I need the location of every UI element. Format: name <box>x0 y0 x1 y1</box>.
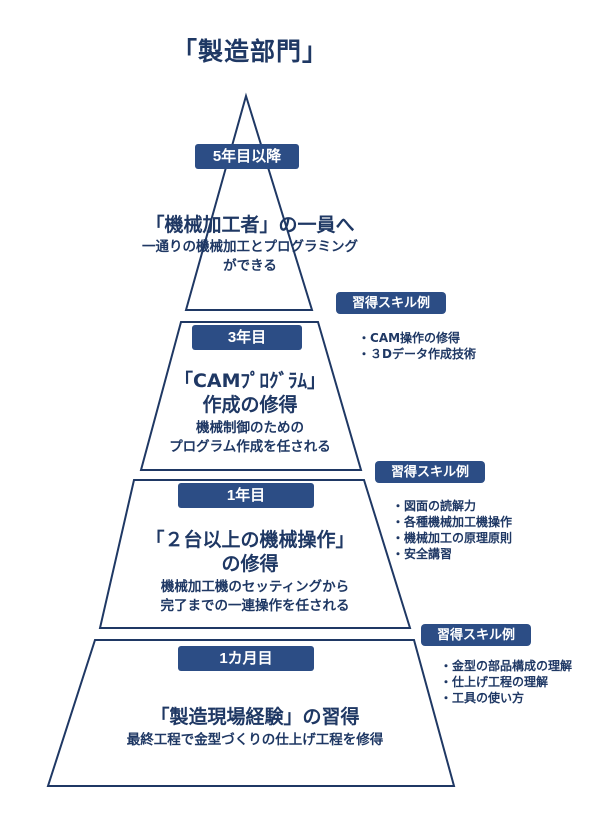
skill-item: ３Dデータ作成技術 <box>358 346 476 362</box>
page-title: 「製造部門」 <box>171 37 328 66</box>
badge-1-year: 1年目 <box>178 483 314 508</box>
skill-item: 各種機械加工機操作 <box>392 514 512 530</box>
tier-1-description: 最終工程で金型づくりの仕上げ工程を修得 <box>126 732 384 748</box>
badge-1-month: 1カ月目 <box>178 646 314 671</box>
tier-3-description-2: プログラム作成を任される <box>169 439 331 455</box>
badge-5-years-plus: 5年目以降 <box>195 144 299 169</box>
tier-1-heading: 「製造現場経験」の習得 <box>150 706 360 728</box>
tier-top-heading: 「機械加工者」の一員へ <box>145 214 355 236</box>
skill-item: 図面の読解力 <box>392 498 512 514</box>
skill-item: 安全講習 <box>392 546 512 562</box>
tier-top-outline <box>184 92 314 311</box>
tier-2-description-2: 完了までの一連操作を任される <box>160 598 350 614</box>
skill-item: 金型の部品構成の理解 <box>440 658 572 674</box>
tier-1-outline <box>46 639 456 787</box>
tier-3-heading-1: 「CAMﾌﾟﾛｸﾞﾗﾑ」 <box>173 370 327 392</box>
tier-2-heading-2: の修得 <box>221 553 279 575</box>
skills-label-1-year: 習得スキル例 <box>375 461 485 483</box>
skill-item: 機械加工の原理原則 <box>392 530 512 546</box>
skills-list-1-year: 図面の読解力 各種機械加工機操作 機械加工の原理原則 安全講習 <box>392 498 512 562</box>
skills-label-1-month: 習得スキル例 <box>421 624 531 646</box>
skill-item: 仕上げ工程の理解 <box>440 674 572 690</box>
tier-top-description-1: 一通りの機械加工とプログラミング <box>142 239 358 255</box>
skills-label-3-years: 習得スキル例 <box>336 292 446 314</box>
tier-2-description-1: 機械加工機のセッティングから <box>160 579 350 595</box>
skill-item: 工具の使い方 <box>440 690 572 706</box>
skills-list-3-years: CAM操作の修得 ３Dデータ作成技術 <box>358 330 476 362</box>
tier-top-description-2: ができる <box>223 258 277 274</box>
tier-2-heading-1: 「２台以上の機械操作」 <box>145 529 355 551</box>
skills-list-1-month: 金型の部品構成の理解 仕上げ工程の理解 工具の使い方 <box>440 658 572 706</box>
tier-3-heading-2: 作成の修得 <box>202 394 298 416</box>
skill-item: CAM操作の修得 <box>358 330 476 346</box>
tier-2-outline <box>98 479 412 629</box>
badge-3-years: 3年目 <box>192 325 302 350</box>
tier-3-outline <box>139 321 363 471</box>
tier-3-description-1: 機械制御のための <box>196 420 304 436</box>
